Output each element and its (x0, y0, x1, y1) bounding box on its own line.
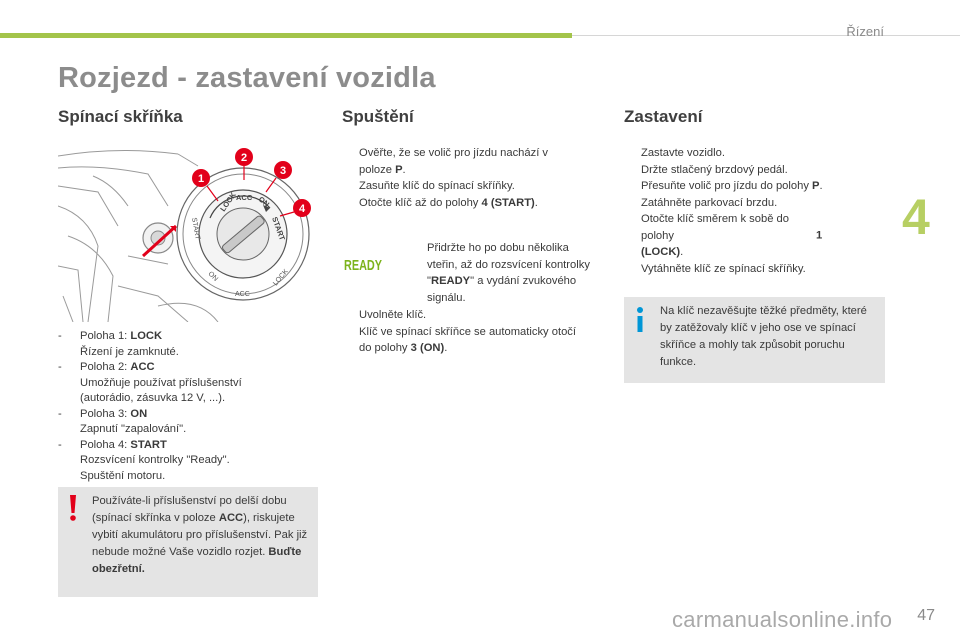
ring-label-start: START (190, 217, 201, 241)
list-item: Otočte klíč směrem k sobě do polohy 1 (L… (641, 213, 823, 258)
callout-3: 3 (265, 161, 292, 193)
ignition-switch-figure: LOCK ACC ON START START ON ACC LOCK 1 2 … (57, 146, 318, 323)
list-item: Přesuňte volič pro jízdu do polohy P. (641, 180, 823, 192)
svg-text:2: 2 (241, 152, 247, 164)
ignition-diagram-svg: LOCK ACC ON START START ON ACC LOCK 1 2 … (57, 148, 311, 323)
list-item: Zatáhněte parkovací brzdu. (641, 196, 778, 209)
heading-stopping: Zastavení (624, 107, 703, 126)
section-label: Řízení (846, 24, 884, 39)
info-text: Na klíč nezavěšujte těžké předměty, kter… (660, 305, 867, 368)
stopping-steps-list: Zastavte vozidlo. Držte stlačený brzdový… (624, 145, 854, 277)
heading-starting: Spuštění (342, 107, 414, 126)
list-item: Uvolněte klíč.Klíč ve spínací skříňce se… (359, 309, 577, 354)
callout-2: 2 (235, 148, 253, 180)
list-item: Držte stlačený brzdový pedál. (641, 163, 788, 176)
list-item: Ověřte, že se volič pro jízdu nachází v … (359, 147, 549, 176)
info-i-icon (637, 307, 643, 332)
watermark: carmanualsonline.info (672, 607, 893, 632)
page-title: Rozjezd - zastavení vozidla (58, 62, 436, 94)
heading-ignition-switch: Spínací skříňka (58, 107, 183, 126)
warning-exclamation-icon (70, 495, 76, 521)
info-box (624, 297, 885, 383)
position-item: - Poloha 4: START Rozsvícení kontrolky "… (58, 438, 230, 482)
list-item: Zasuňte klíč do spínací skříňky. (359, 180, 515, 192)
ring-label-acc: ACC (235, 291, 250, 298)
svg-text:3: 3 (280, 165, 286, 177)
header-accent-bar (0, 33, 572, 38)
svg-text:4: 4 (299, 203, 306, 215)
list-item: Přidržte ho po dobu několika vteřin, až … (427, 242, 590, 304)
list-item: Otočte klíč až do polohy 4 (START). (359, 196, 538, 209)
dial-label-acc: ACC (236, 193, 253, 202)
position-item: - Poloha 3: ON Zapnutí "zapalování". (58, 407, 187, 436)
chapter-number: 4 (902, 189, 930, 245)
release-step-list: Uvolněte klíč.Klíč ve spínací skříňce se… (342, 307, 582, 357)
ignition-positions-list: - Poloha 1: LOCK Řízení je zamknuté. - P… (58, 329, 260, 484)
dashboard-sketch (57, 149, 219, 323)
warning-text: Používáte-li příslušenství po delší dobu… (92, 495, 308, 575)
position-item: - Poloha 1: LOCK Řízení je zamknuté. (58, 330, 179, 358)
callout-1: 1 (192, 169, 219, 202)
warning-box (58, 487, 318, 597)
ready-indicator-icon: READY (344, 257, 382, 274)
svg-text:1: 1 (198, 173, 204, 185)
header-divider (572, 35, 960, 36)
ready-step-list: Přidržte ho po dobu několika vteřin, až … (410, 240, 600, 306)
list-item: Zastavte vozidlo. (641, 147, 725, 159)
starting-steps-list: Ověřte, že se volič pro jízdu nachází v … (342, 145, 582, 211)
ready-badge-text: READY (344, 257, 382, 274)
page-number: 47 (917, 607, 935, 624)
position-item: - Poloha 2: ACC Umožňuje používat příslu… (58, 361, 242, 404)
callout-4: 4 (279, 199, 311, 217)
list-item: Vytáhněte klíč ze spínací skříňky. (641, 262, 806, 275)
